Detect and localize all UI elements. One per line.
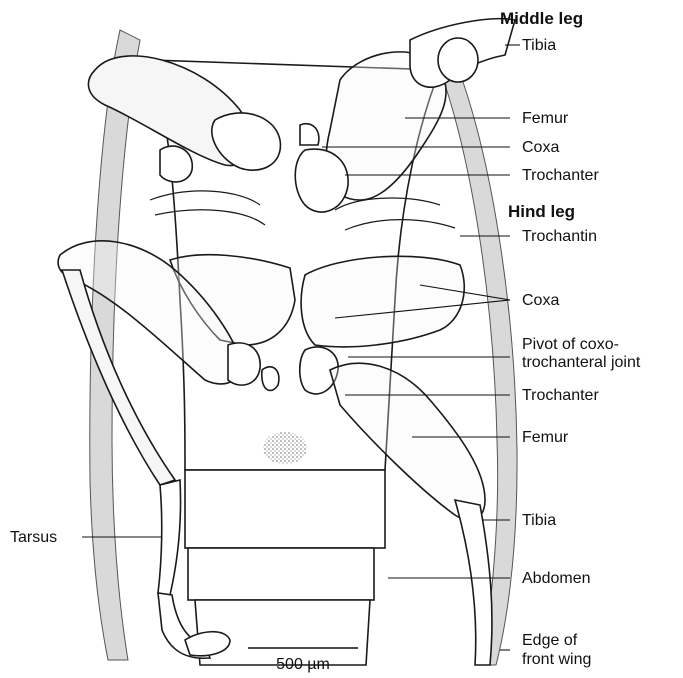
label-femur-hind: Femur: [522, 429, 569, 446]
abdomen-segment: [185, 470, 385, 548]
label-coxa-middle: Coxa: [522, 139, 559, 156]
label-trochantin: Trochantin: [522, 228, 597, 245]
label-abdomen: Abdomen: [522, 570, 591, 587]
label-edge-line2: front wing: [522, 651, 591, 668]
label-femur-middle: Femur: [522, 110, 569, 127]
label-tibia-middle: Tibia: [522, 37, 556, 54]
label-trochanter-hind: Trochanter: [522, 387, 599, 404]
abdomen-segment: [188, 548, 374, 600]
abdomen-spot: [263, 432, 307, 464]
label-tarsus: Tarsus: [10, 529, 57, 546]
middle-leg-heading: Middle leg: [500, 9, 583, 28]
label-pivot-line1: Pivot of coxo-: [522, 336, 619, 353]
hind-leg-heading: Hind leg: [508, 202, 575, 221]
label-coxa-hind: Coxa: [522, 292, 559, 309]
label-edge-line1: Edge of: [522, 632, 578, 649]
scale-bar-label: 500 µm: [276, 656, 330, 673]
label-trochanter-middle: Trochanter: [522, 167, 599, 184]
label-pivot-line2: trochanteral joint: [522, 354, 641, 371]
label-tibia-hind: Tibia: [522, 512, 556, 529]
